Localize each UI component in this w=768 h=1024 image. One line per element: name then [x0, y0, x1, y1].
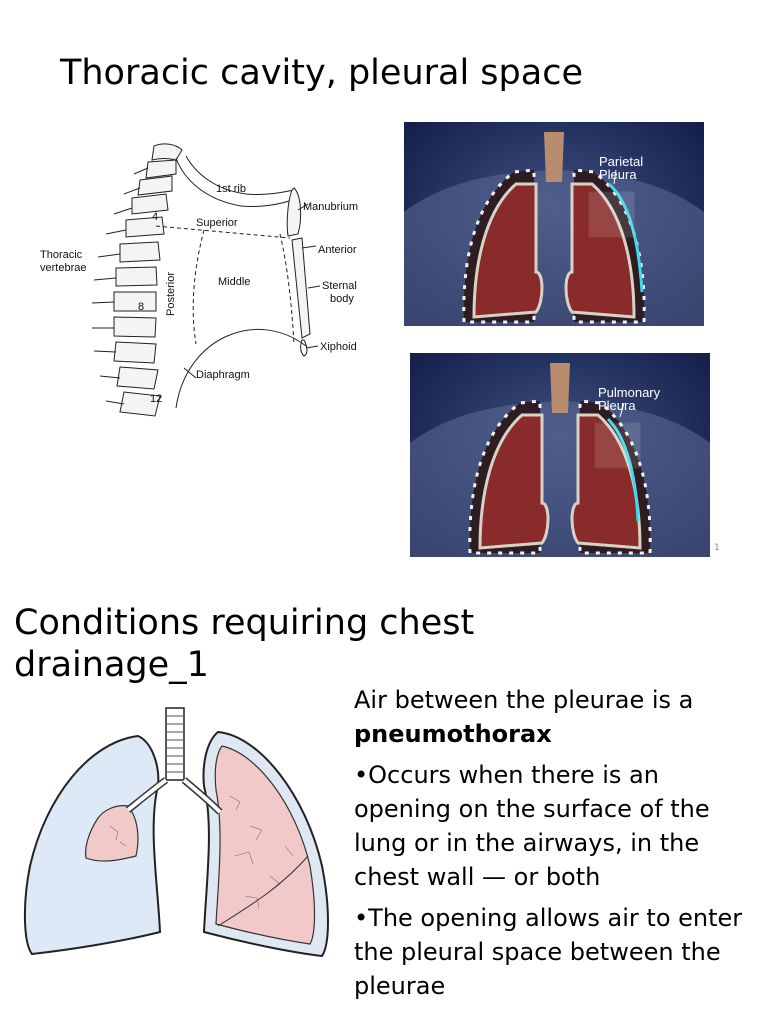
thoracic-cavity-diagram: 1st rib Manubrium Superior Thoracic vert… — [40, 143, 358, 417]
label-posterior: Posterior — [165, 272, 177, 316]
pulmonary-label-line2: Pleura — [598, 398, 636, 413]
label-manubrium: Manubrium — [303, 201, 358, 213]
parietal-label-line1: Parietal — [599, 154, 643, 169]
label-vertebra-4: 4 — [152, 211, 158, 223]
label-1st-rib: 1st rib — [216, 183, 246, 195]
label-sternal: Sternal — [322, 280, 357, 292]
slide-number: 1 — [714, 543, 720, 553]
label-vertebrae: vertebrae — [40, 262, 86, 274]
label-thoracic: Thoracic — [40, 249, 83, 261]
label-vertebra-12: 12 — [150, 393, 162, 405]
label-vertebra-8: 8 — [138, 301, 144, 313]
pneumothorax-lung-diagram — [23, 707, 329, 958]
label-anterior: Anterior — [318, 244, 357, 256]
parietal-pleura-image: Parietal Pleura — [404, 122, 704, 326]
definition-text: Air between the pleurae is a — [354, 686, 694, 714]
label-diaphragm: Diaphragm — [196, 369, 250, 381]
pulmonary-pleura-image: Pulmonary Pleura — [410, 353, 710, 557]
pulmonary-label-line1: Pulmonary — [598, 385, 661, 400]
label-superior: Superior — [196, 217, 238, 229]
slide-title-thoracic: Thoracic cavity, pleural space — [60, 53, 583, 93]
parietal-label-line2: Pleura — [599, 167, 637, 182]
label-body: body — [330, 293, 354, 305]
bullet-opening-allows: •The opening allows air to enter the ple… — [354, 904, 743, 1000]
bullet-occurs-when: •Occurs when there is an opening on the … — [354, 761, 710, 891]
paragraph-pneumothorax-definition: Air between the pleurae is a pneumothora… — [354, 683, 754, 751]
definition-term: pneumothorax — [354, 720, 552, 748]
label-middle: Middle — [218, 276, 250, 288]
slide-title-chest-drainage: Conditions requiring chest drainage_1 — [14, 603, 475, 685]
pneumothorax-description: Air between the pleurae is a pneumothora… — [354, 683, 754, 1010]
label-xiphoid: Xiphoid — [320, 341, 357, 353]
